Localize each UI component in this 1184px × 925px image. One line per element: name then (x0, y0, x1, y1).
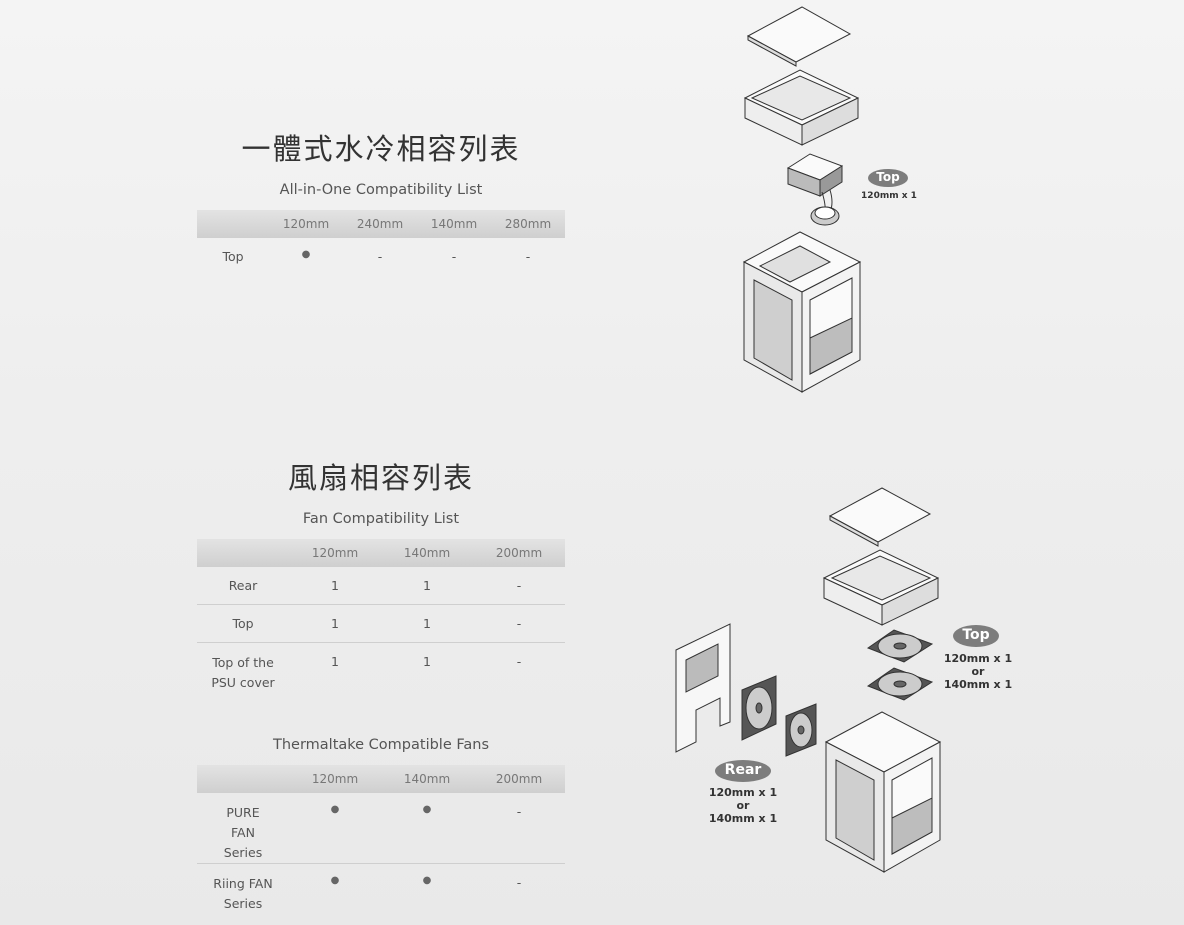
table-header-row: 120mm 140mm 200mm (197, 539, 565, 567)
table-cell: - (473, 793, 565, 864)
table-header-cell (197, 210, 269, 238)
table-cell: ● (422, 875, 432, 886)
table-cell: ● (381, 793, 473, 864)
table-cell: 1 (289, 604, 381, 643)
spec-line: 120mm x 1 (943, 652, 1013, 665)
top-panel (746, 6, 852, 63)
rear-fan-large (741, 675, 777, 741)
top-fan-upper (866, 629, 934, 663)
table-header-cell: 280mm (491, 210, 565, 238)
top-panel (828, 487, 932, 543)
aio-compatibility-table: 120mm 240mm 140mm 280mm Top ● - - - (197, 210, 565, 283)
table-header-cell: 120mm (269, 210, 343, 238)
table-header-cell: 240mm (343, 210, 417, 238)
aio-title-en: All-in-One Compatibility List (279, 182, 483, 198)
top-fan-lower (866, 667, 934, 701)
fan-compatibility-table: 120mm 140mm 200mm Rear 1 1 - Top 1 1 - T… (197, 539, 565, 699)
table-cell: 1 (381, 567, 473, 605)
table-cell: 1 (331, 654, 339, 669)
table-header-cell: 140mm (417, 210, 491, 238)
spec-line: 120mm x 1 (708, 786, 778, 799)
table-cell: - (516, 654, 522, 669)
row-label: Rear (197, 567, 289, 605)
aio-top-spec: 120mm x 1 (861, 191, 917, 201)
row-label: PURE FAN Series (197, 793, 289, 864)
fan-title-zh: 風扇相容列表 (287, 461, 474, 495)
fan-exploded-case-diagram (675, 487, 999, 873)
fan-top-badge: Top (962, 627, 990, 643)
table-header-cell: 200mm (473, 539, 565, 567)
table-cell: - (473, 604, 565, 643)
spec-line: 140mm x 1 (943, 678, 1013, 691)
table-row: Top 1 1 - (197, 604, 565, 643)
table-cell: - (525, 249, 531, 264)
table-header-cell (197, 765, 289, 793)
fan-rear-spec: 120mm x 1 or 140mm x 1 (705, 786, 781, 825)
top-badge-shape (953, 625, 999, 647)
table-row: Top of the PSU cover 1 1 - (197, 643, 565, 700)
table-cell: - (377, 249, 383, 264)
aio-top-badge: Top (876, 170, 900, 184)
table-header-cell: 140mm (381, 765, 473, 793)
table-cell: 1 (289, 567, 381, 605)
rear-fan-small (785, 703, 817, 757)
spec-line: or (971, 665, 985, 678)
top-callout (868, 169, 908, 187)
row-label: Top (197, 604, 289, 643)
fan-title-en: Fan Compatibility List (302, 511, 460, 527)
aio-exploded-case-diagram (742, 6, 908, 393)
spec-line: 140mm x 1 (708, 812, 778, 825)
thermaltake-fans-table: 120mm 140mm 200mm PURE FAN Series ● ● - … (197, 765, 565, 920)
table-header-cell: 120mm (289, 765, 381, 793)
table-row: Top ● - - - (197, 238, 565, 283)
table-cell: 1 (423, 654, 431, 669)
table-header-cell: 120mm (289, 539, 381, 567)
row-label: Top of the PSU cover (211, 655, 275, 690)
table-cell: - (473, 567, 565, 605)
table-header-row: 120mm 140mm 200mm (197, 765, 565, 793)
table-header-cell: 200mm (473, 765, 565, 793)
table-header-cell: 140mm (381, 539, 473, 567)
aio-title-zh: 一體式水冷相容列表 (241, 132, 521, 166)
side-panel (675, 623, 731, 753)
table-row: Riing FAN Series ● ● - (197, 864, 565, 921)
row-label: Riing FAN Series (213, 876, 273, 911)
table-cell: ● (289, 793, 381, 864)
table-cell: - (451, 249, 457, 264)
fan-top-spec: 120mm x 1 or 140mm x 1 (940, 652, 1016, 691)
rear-badge-shape (715, 760, 771, 782)
table-row: PURE FAN Series ● ● - (197, 793, 565, 864)
table-row: Rear 1 1 - (197, 567, 565, 605)
table-header-row: 120mm 240mm 140mm 280mm (197, 210, 565, 238)
spec-line: or (736, 799, 750, 812)
fan-rear-badge: Rear (724, 762, 762, 778)
row-label: Top (222, 249, 244, 264)
thermaltake-title: Thermaltake Compatible Fans (272, 737, 490, 753)
table-cell: ● (330, 875, 340, 886)
table-cell: - (516, 875, 522, 890)
table-header-cell (197, 539, 289, 567)
table-cell: ● (301, 249, 311, 260)
table-cell: 1 (381, 604, 473, 643)
